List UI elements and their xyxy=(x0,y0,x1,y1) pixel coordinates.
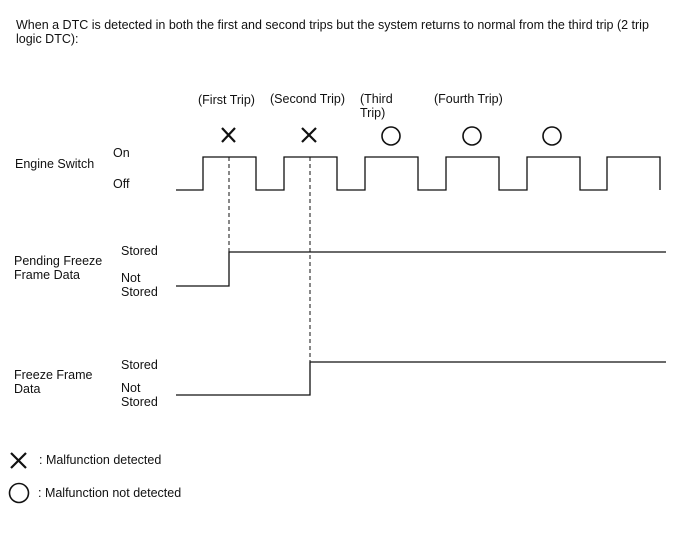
trip-marker-5-circle-icon xyxy=(542,126,562,146)
legend-cross-icon xyxy=(10,452,27,469)
engine-switch-waveform xyxy=(176,156,661,191)
trip-label-second: (Second Trip) xyxy=(270,92,346,106)
pending-stored-label: Stored xyxy=(121,244,158,258)
legend-circle-icon xyxy=(8,482,30,504)
freeze-not-stored-label: Not Stored xyxy=(121,381,158,409)
trip-marker-4-circle-icon xyxy=(462,126,482,146)
diagram-description: When a DTC is detected in both the first… xyxy=(16,18,649,46)
freeze-frame-label: Freeze Frame Data xyxy=(14,368,93,396)
pending-not-stored-label: Not Stored xyxy=(121,271,158,299)
freeze-stored-label: Stored xyxy=(121,358,158,372)
pending-freeze-frame-waveform xyxy=(176,251,666,287)
trip-marker-2-cross-icon xyxy=(301,127,317,143)
legend-malfunction-detected: : Malfunction detected xyxy=(39,453,162,467)
engine-switch-label: Engine Switch xyxy=(15,157,95,171)
engine-switch-off-label: Off xyxy=(113,177,130,191)
legend-malfunction-not-detected: : Malfunction not detected xyxy=(38,486,182,500)
trip-marker-1-cross-icon xyxy=(221,127,236,143)
trip-label-third: (Third Trip) xyxy=(360,92,393,120)
engine-switch-on-label: On xyxy=(113,146,130,160)
trip-marker-3-circle-icon xyxy=(381,126,401,146)
trip-label-first: (First Trip) xyxy=(198,93,255,107)
pending-freeze-frame-label: Pending Freeze Frame Data xyxy=(14,254,103,282)
freeze-frame-waveform xyxy=(176,361,666,396)
trip-label-fourth: (Fourth Trip) xyxy=(434,92,503,106)
